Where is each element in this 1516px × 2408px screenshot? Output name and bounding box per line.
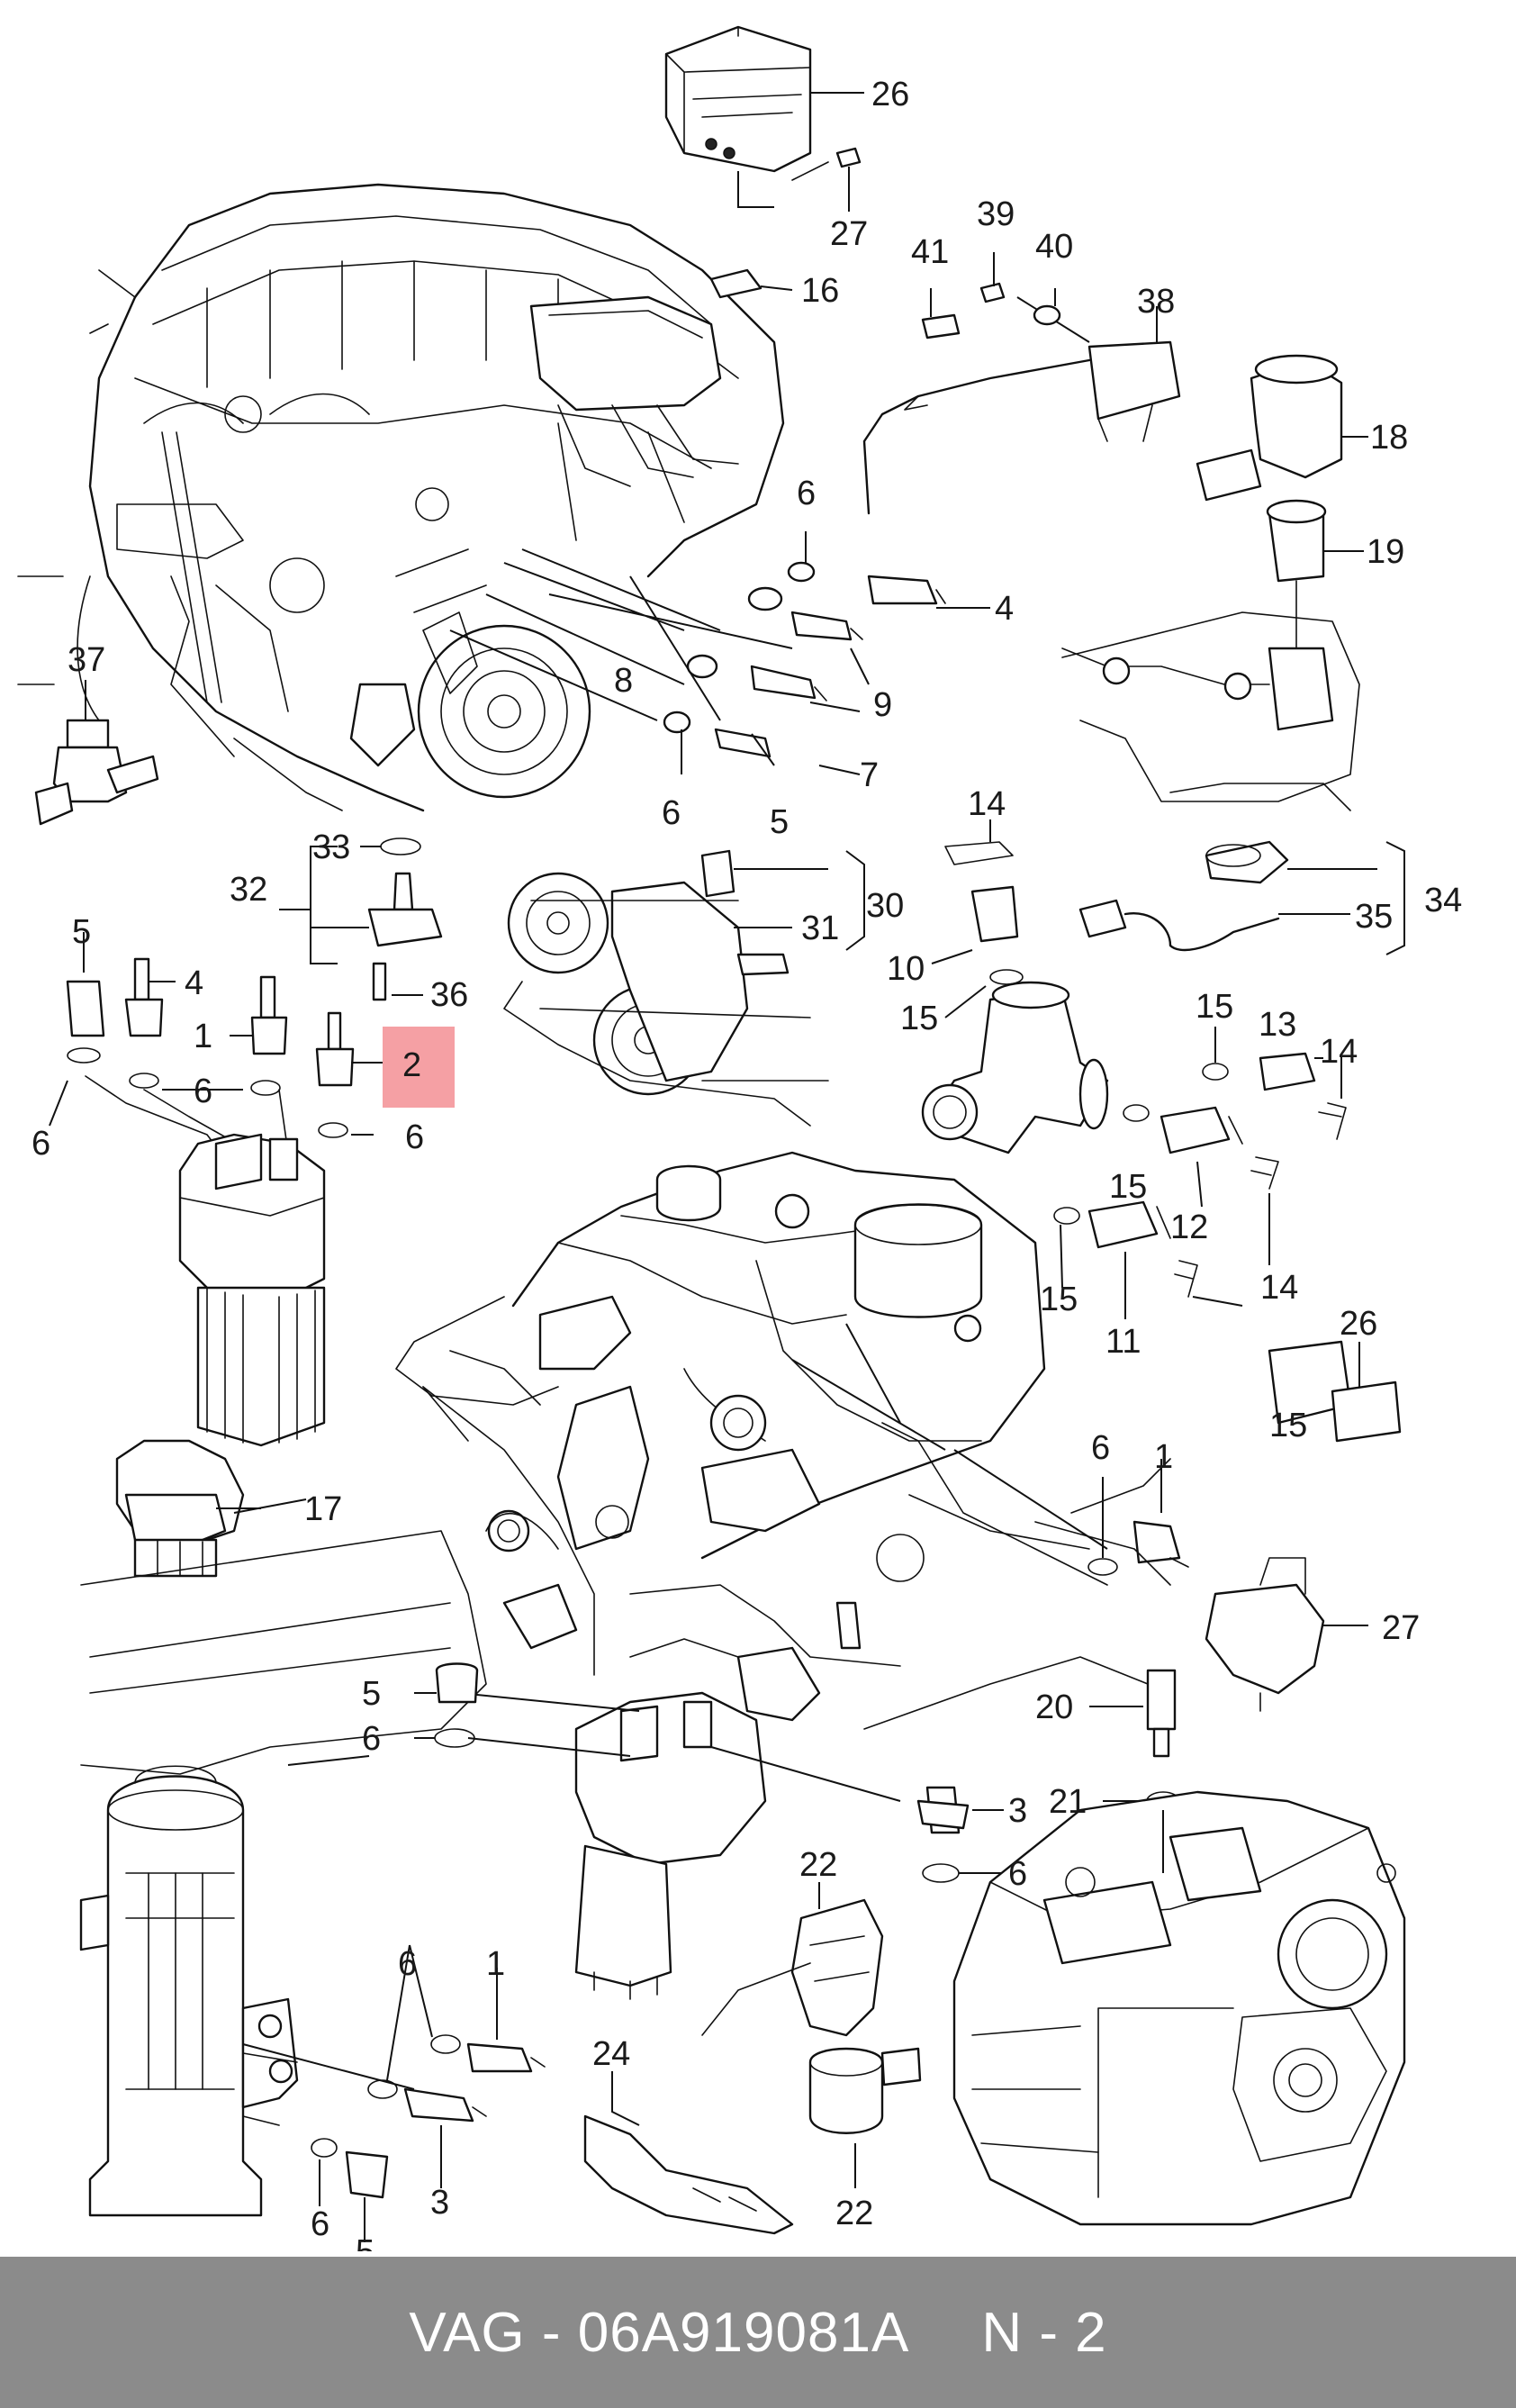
callout-4a: 4 <box>995 590 1014 628</box>
callout-7: 7 <box>860 756 879 794</box>
callout-17: 17 <box>304 1490 342 1528</box>
callout-24: 24 <box>592 2035 630 2073</box>
callout-19: 19 <box>1367 533 1404 571</box>
callout-12: 12 <box>1170 1209 1208 1246</box>
callout-35: 35 <box>1355 898 1393 936</box>
coolant-flange-10-15 <box>921 819 1347 1319</box>
part-16-sensor <box>709 268 793 299</box>
callout-41: 41 <box>911 233 949 271</box>
part-37-valve <box>34 680 159 826</box>
callout-labels: 26 27 16 39 40 41 38 18 19 6 4 37 8 9 7 … <box>32 76 1462 2251</box>
part-32-33-36 <box>279 837 443 1001</box>
callout-4b: 4 <box>185 964 203 1002</box>
part-22-23-24 <box>583 1882 922 2235</box>
callout-5c: 5 <box>362 1675 381 1713</box>
callout-14b: 14 <box>1320 1033 1358 1071</box>
callout-1a: 1 <box>194 1018 212 1055</box>
callout-6a: 6 <box>797 475 816 512</box>
part-38-41-lambda <box>862 252 1181 515</box>
callout-26: 26 <box>1340 1305 1377 1343</box>
part-3-5-6-center <box>414 1662 1004 1883</box>
callout-28: 26 <box>871 76 909 113</box>
part-26-27 <box>1205 1340 1402 1712</box>
callout-39: 39 <box>977 195 1015 233</box>
callout-6d: 6 <box>405 1118 424 1156</box>
callout-14c: 14 <box>1260 1269 1298 1307</box>
callout-3a: 3 <box>1008 1792 1027 1830</box>
callout-10: 10 <box>887 950 925 988</box>
callout-5b: 5 <box>72 913 91 951</box>
callout-38: 38 <box>1137 283 1175 321</box>
highlight-callout-box <box>383 1027 455 1108</box>
callout-40: 40 <box>1035 228 1073 266</box>
callout-21: 21 <box>1049 1783 1087 1821</box>
callout-1b: 1 <box>1154 1438 1173 1476</box>
part-number-footer: VAG - 06A919081A N - 2 <box>0 2257 1516 2408</box>
callout-15b: 15 <box>1196 988 1233 1026</box>
lower-engine-block <box>395 1151 1171 1730</box>
callout-33: 33 <box>312 828 350 866</box>
callout-9: 9 <box>873 686 892 724</box>
callout-15c: 15 <box>1109 1168 1147 1206</box>
callout-29: 27 <box>830 215 868 253</box>
callout-2: 2 <box>402 1046 421 1084</box>
callout-5a: 5 <box>770 803 789 841</box>
callout-27: 27 <box>1382 1609 1420 1647</box>
bottom-sensors <box>242 1944 546 2242</box>
callout-5d: 5 <box>356 2233 374 2251</box>
callout-1c: 1 <box>486 1945 505 1983</box>
sensor-cluster-right <box>449 531 990 775</box>
callout-15d: 15 <box>1040 1281 1078 1318</box>
callout-6j: 6 <box>311 2205 329 2243</box>
callout-6i: 6 <box>398 1945 417 1983</box>
callout-31: 31 <box>801 910 839 947</box>
callout-11: 11 <box>1105 1323 1141 1361</box>
top-engine-assembly <box>17 183 793 812</box>
parts-diagram: 26 27 16 39 40 41 38 18 19 6 4 37 8 9 7 … <box>17 25 1462 2251</box>
callout-3b: 3 <box>430 2184 449 2222</box>
callout-32: 32 <box>230 871 267 909</box>
callout-6f: 6 <box>1091 1429 1110 1467</box>
part-number-label: VAG - 06A919081A <box>409 2301 910 2364</box>
callout-6e: 6 <box>32 1125 50 1163</box>
callout-6h: 6 <box>1008 1855 1027 1893</box>
callout-8: 8 <box>614 662 633 700</box>
callout-16: 16 <box>801 272 839 310</box>
callout-14a: 14 <box>968 785 1006 823</box>
mid-left-sensors <box>49 932 383 1172</box>
callout-15a: 15 <box>900 1000 938 1037</box>
callout-18: 18 <box>1370 419 1408 457</box>
callout-22: 22 <box>835 2195 873 2232</box>
callout-30: 30 <box>866 887 904 925</box>
tall-filter-housing <box>79 1765 299 2217</box>
callout-34: 34 <box>1424 882 1462 919</box>
callout-37: 37 <box>68 641 105 679</box>
part-30-31-pump <box>503 849 865 1127</box>
callout-6g: 6 <box>362 1720 381 1758</box>
oil-filter-mid-left <box>178 1133 326 1447</box>
callout-6c: 6 <box>194 1073 212 1110</box>
part-17-connector <box>233 1498 307 1514</box>
gearbox-housing <box>952 1790 1406 2226</box>
callout-6b: 6 <box>662 794 681 832</box>
callout-36: 36 <box>430 976 468 1014</box>
callout-23: 22 <box>799 1846 837 1884</box>
part-34-35 <box>1078 840 1405 955</box>
oil-filter-lower <box>458 1691 901 2000</box>
callout-20: 20 <box>1035 1688 1073 1726</box>
callout-14d: 15 <box>1269 1407 1307 1444</box>
part-20-21 <box>1089 1669 1180 1811</box>
callout-13: 13 <box>1259 1006 1296 1044</box>
part-28-relay-box <box>664 25 864 212</box>
position-label: N - 2 <box>981 2301 1107 2364</box>
part-18-19-sensors <box>1061 354 1368 811</box>
left-lower-mechanism <box>80 1386 578 1775</box>
